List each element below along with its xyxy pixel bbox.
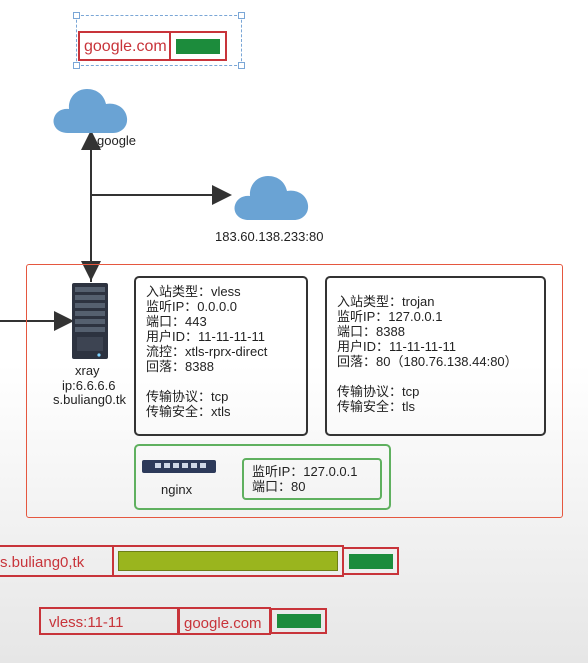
handle[interactable] xyxy=(73,62,80,69)
cloud-icon xyxy=(53,89,128,133)
cloud-icon xyxy=(234,176,309,220)
nginx-label: nginx xyxy=(161,482,193,497)
handle[interactable] xyxy=(238,12,245,19)
cloud-google-label: google xyxy=(97,133,137,148)
vless-line: 入站类型：vless xyxy=(146,284,241,299)
payload-fill xyxy=(277,614,321,628)
server-name: xray xyxy=(75,363,100,378)
payload-fill xyxy=(118,551,338,571)
server-domain: s.buliang0.tk xyxy=(53,392,126,407)
payload-fill xyxy=(349,554,393,569)
trojan-line: 入站类型：trojan xyxy=(337,294,435,309)
trojan-line xyxy=(337,369,544,384)
switch-icon xyxy=(142,460,216,473)
vless-line xyxy=(146,374,306,389)
server-ip: ip:6.6.6.6 xyxy=(62,378,116,393)
packet2-inner-box xyxy=(270,608,327,634)
trojan-inbound-box: 入站类型：trojan 监听IP：127.0.0.1 端口：8388 用户ID：… xyxy=(325,276,546,436)
google-top-text: google.com xyxy=(84,38,167,55)
google-label-box: google.com xyxy=(78,31,171,61)
packet2-domain: google.com xyxy=(184,615,262,632)
packet1-domain: s.buliang0,tk xyxy=(0,554,85,571)
vless-line: 传输安全：xtls xyxy=(146,404,231,419)
handle[interactable] xyxy=(73,12,80,19)
vless-line: 流控：xtls-rprx-direct xyxy=(146,344,268,359)
vless-line: 用户ID：11-11-11-11 xyxy=(146,329,265,344)
vless-line: 端口：443 xyxy=(146,314,207,329)
nginx-line: 端口：80 xyxy=(252,479,306,494)
packet2-vless: vless:11-11 xyxy=(49,614,124,631)
packet2-vless-box: vless:11-11 xyxy=(39,607,179,635)
trojan-line: 回落：80（180.76.138.44:80） xyxy=(337,354,518,369)
nginx-group xyxy=(134,444,391,510)
nginx-line: 监听IP：127.0.0.1 xyxy=(252,464,358,479)
vless-line: 传输协议：tcp xyxy=(146,389,229,404)
packet2-domain-box: google.com xyxy=(178,607,271,635)
vless-line: 回落：8388 xyxy=(146,359,214,374)
payload-fill xyxy=(176,39,220,54)
packet1-inner-box xyxy=(342,547,399,575)
vless-inbound-box: 入站类型：vless 监听IP：0.0.0.0 端口：443 用户ID：11-1… xyxy=(134,276,308,436)
trojan-line: 用户ID：11-11-11-11 xyxy=(337,339,456,354)
server-panel xyxy=(26,264,563,518)
nginx-config-box: 监听IP：127.0.0.1 端口：80 xyxy=(242,458,382,500)
trojan-line: 传输安全：tls xyxy=(337,399,416,414)
handle[interactable] xyxy=(238,62,245,69)
vless-line: 监听IP：0.0.0.0 xyxy=(146,299,238,314)
trojan-line: 监听IP：127.0.0.1 xyxy=(337,309,443,324)
trojan-line: 端口：8388 xyxy=(337,324,405,339)
packet1-domain-box: s.buliang0,tk xyxy=(0,545,114,577)
trojan-line: 传输协议：tcp xyxy=(337,384,420,399)
google-payload-box xyxy=(169,31,227,61)
packet1-payload-box xyxy=(112,545,344,577)
cloud-ip-label: 183.60.138.233:80 xyxy=(215,229,324,244)
selection-frame[interactable] xyxy=(73,12,245,69)
server-icon xyxy=(72,283,108,359)
